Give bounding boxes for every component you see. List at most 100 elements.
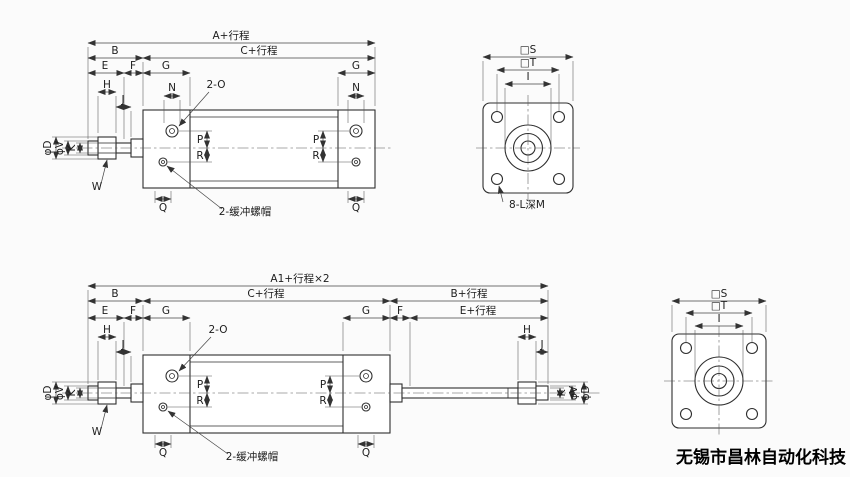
dim-label-stroke-e: E+行程 (460, 304, 497, 317)
dim-label-q-right: Q (352, 202, 360, 214)
cushion-screw-right (351, 157, 361, 167)
dim-label-phi-v-right: φV (568, 385, 580, 400)
dim-label-f-right: F (397, 305, 403, 317)
dim-label-g-right: G (352, 60, 360, 72)
dim-label-b: B (111, 288, 118, 300)
dim-label-k-left: K (66, 388, 78, 396)
extension-lines (671, 305, 767, 379)
dim-label-stroke-a: A+行程 (213, 29, 250, 42)
port-callout: 2-O (208, 324, 227, 336)
dim-label-square-t: □T (711, 300, 728, 312)
thread-depth-note: 8-L深M (509, 199, 545, 211)
dim-label-stroke-c: C+行程 (240, 44, 278, 57)
dimension-lines (671, 298, 767, 329)
tie-rod-hole (552, 110, 566, 124)
dimension-labels: □S □T I 8-L深M (509, 44, 545, 211)
dim-label-p-left: P (197, 379, 203, 391)
bottom-side-view: A1+行程×2 B C+行程 B+行程 E F G G F E+行程 H J H… (42, 272, 600, 463)
dim-label-square-s: □S (711, 288, 728, 300)
dimension-labels: A+行程 B C+行程 E F G G H N N J 2-O P R P R … (42, 29, 360, 218)
dim-label-j-right: J (539, 339, 543, 351)
dim-label-q-right: Q (362, 447, 370, 459)
port-hole-right (359, 369, 373, 383)
top-side-view: A+行程 B C+行程 E F G G H N N J 2-O P R P R … (42, 29, 392, 218)
dim-label-w: W (92, 181, 103, 193)
cushion-screw-right (361, 402, 371, 412)
dim-label-f: F (130, 60, 136, 72)
dim-label-p-left: P (197, 134, 203, 146)
dim-label-f-left: F (130, 305, 136, 317)
tie-rod-hole (490, 172, 504, 186)
dim-label-h-left: H (103, 324, 111, 336)
dim-label-w: W (92, 426, 103, 438)
extension-lines (482, 61, 574, 146)
thread-note-leader (497, 185, 504, 203)
dim-label-e: E (102, 60, 109, 72)
dim-label-k-right: K (556, 388, 568, 396)
wrench-flat-leader (100, 404, 109, 430)
flange-outline (664, 326, 774, 436)
cushion-screw-left (158, 402, 168, 412)
dim-label-phi-d-right: φD (580, 385, 592, 400)
tie-rod-hole (745, 341, 759, 355)
dimension-lines (482, 54, 574, 203)
dim-label-r-right: R (319, 395, 326, 407)
tie-rod-hole (679, 341, 693, 355)
dim-label-h: H (103, 79, 111, 91)
dim-label-r-left: R (196, 395, 203, 407)
dim-label-h-right: H (523, 324, 531, 336)
dimension-labels: □S □T I (711, 288, 728, 325)
dim-label-q-left: Q (159, 447, 167, 459)
tie-rod-hole (490, 110, 504, 124)
dim-label-i: I (717, 313, 720, 325)
dim-label-j: J (120, 94, 124, 106)
dim-label-stroke-a1: A1+行程×2 (270, 272, 329, 285)
cushion-cap-note: 2-缓冲螺帽 (219, 205, 271, 218)
dim-label-e: E (102, 305, 109, 317)
dimension-labels: A1+行程×2 B C+行程 B+行程 E F G G F E+行程 H J H… (42, 272, 592, 463)
company-watermark: 无锡市昌林自动化科技 (675, 447, 847, 468)
dim-label-p-right: P (313, 134, 319, 146)
cylinder-body-outline (62, 109, 392, 189)
dim-label-j-left: J (120, 339, 124, 351)
port-hole-left (165, 124, 179, 138)
cylinder-body-outline (62, 354, 600, 434)
cushion-cap-note: 2-缓冲螺帽 (226, 450, 278, 463)
cushion-leader (167, 410, 229, 455)
dim-label-g-left: G (162, 305, 170, 317)
flange-outline (476, 95, 580, 201)
cushion-screw-left (158, 157, 168, 167)
dim-label-stroke-c: C+行程 (247, 287, 285, 300)
ports-leader (178, 336, 212, 372)
bottom-end-view: □S □T I (664, 288, 774, 436)
dim-label-square-t: □T (520, 57, 537, 69)
dimension-lines (53, 283, 587, 455)
dim-label-i: I (526, 71, 529, 83)
dim-label-q-left: Q (159, 202, 167, 214)
dim-label-phi-d: φD (42, 140, 54, 155)
port-callout: 2-O (206, 79, 225, 91)
dim-label-g-right: G (362, 305, 370, 317)
port-hole-left (165, 369, 179, 383)
dim-label-r-right: R (312, 150, 319, 162)
port-hole-right (349, 124, 363, 138)
dim-label-n-left: N (168, 82, 176, 94)
ports-leader (178, 91, 210, 127)
dim-label-n-right: N (352, 82, 360, 94)
tie-rod-hole (552, 172, 566, 186)
dim-label-phi-d-left: φD (42, 385, 54, 400)
dim-label-r-left: R (196, 150, 203, 162)
cushion-leader (166, 165, 223, 210)
tie-rod-hole (679, 407, 693, 421)
dim-label-k: K (66, 143, 78, 151)
wrench-flat-leader (100, 159, 109, 185)
dim-label-phi-v-left: φV (54, 385, 66, 400)
dim-label-p-right: P (320, 379, 326, 391)
dim-label-g-left: G (162, 60, 170, 72)
dimension-lines (53, 40, 376, 210)
dim-label-stroke-b: B+行程 (450, 287, 488, 300)
dim-label-b: B (111, 45, 118, 57)
dim-label-square-s: □S (520, 44, 537, 56)
